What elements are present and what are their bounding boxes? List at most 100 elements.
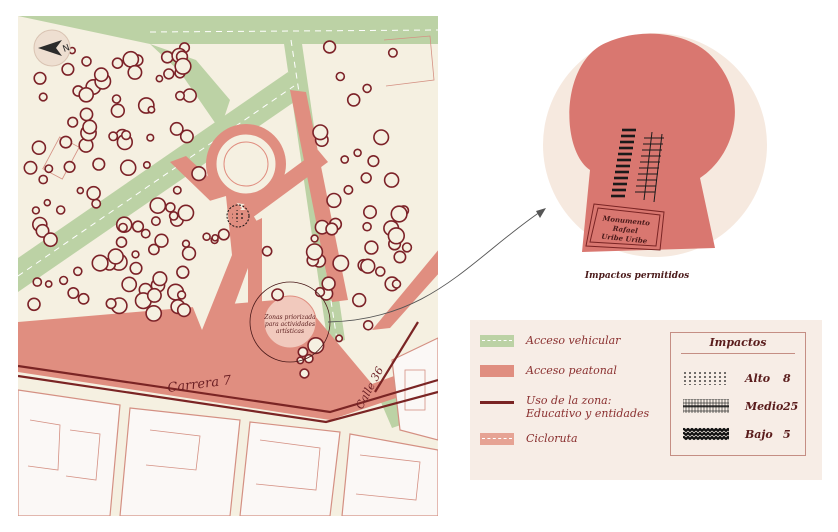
tree — [115, 236, 128, 248]
swatch-vehicular-icon — [480, 334, 514, 347]
tree — [364, 240, 379, 255]
monument-marker-icon — [226, 204, 250, 228]
tree — [312, 124, 329, 141]
map-canvas: Carrera 7 Calle 36 Zonas priorizada para… — [18, 16, 438, 516]
tree — [33, 71, 47, 85]
monument-plinth — [585, 203, 665, 251]
tree — [305, 243, 324, 261]
impact-label-bajo: Bajo — [745, 427, 773, 441]
tree — [31, 140, 47, 155]
impactos-box: Impactos Alto 8 Medio 25 Bajo 5 — [670, 332, 806, 456]
tree — [38, 92, 48, 102]
tree — [346, 93, 361, 107]
tree — [360, 172, 372, 184]
tree — [149, 197, 167, 214]
swatch-uso-icon — [480, 400, 514, 404]
tree — [169, 121, 184, 136]
legend-item-uso: Uso de la zona: Educativo y entidades — [480, 394, 666, 420]
tree — [211, 234, 219, 242]
tree — [374, 266, 386, 277]
monument-detail: Monumento Rafael Uribe Uribe — [543, 33, 767, 257]
tree — [129, 261, 143, 275]
tree — [343, 184, 354, 195]
tree — [146, 133, 155, 142]
tree — [299, 368, 310, 379]
tree — [152, 271, 168, 287]
tree — [179, 129, 194, 144]
priority-zone-label-1: Zonas priorizada — [263, 314, 316, 321]
swatch-cicloruta-icon — [480, 432, 514, 445]
tree — [172, 185, 182, 195]
tree — [202, 232, 211, 241]
tree — [92, 157, 106, 171]
tree — [150, 216, 161, 227]
impact-count-medio: 25 — [783, 399, 799, 413]
tree — [181, 246, 197, 261]
tree — [174, 57, 192, 75]
tree — [393, 250, 407, 264]
detail-caption: Impactos permitidos — [584, 271, 689, 281]
tree — [140, 228, 151, 239]
tree — [59, 135, 73, 149]
tree — [55, 205, 66, 215]
tree — [127, 64, 143, 80]
legend-label-peatonal: Acceso peatonal — [526, 364, 617, 377]
zone-boundary — [18, 321, 438, 424]
tree — [326, 192, 342, 209]
tree — [314, 286, 326, 298]
tree — [383, 172, 400, 188]
impact-label-alto: Alto — [745, 371, 771, 385]
tree-cluster — [23, 40, 413, 379]
tree — [191, 166, 207, 182]
tree — [27, 297, 41, 312]
tree — [78, 87, 94, 103]
tree — [91, 198, 102, 209]
tree — [58, 275, 69, 286]
impact-row-medio: Medio 25 — [683, 399, 798, 413]
impact-dots-icon — [683, 371, 729, 385]
tree — [307, 337, 325, 355]
tree — [77, 292, 90, 305]
callout-arrow — [327, 211, 541, 323]
tree — [38, 174, 49, 185]
tree — [176, 265, 190, 279]
tree — [362, 221, 372, 232]
tree — [86, 185, 101, 201]
tree — [79, 107, 94, 122]
tree — [61, 62, 75, 76]
tree — [44, 280, 53, 288]
tree — [176, 290, 187, 300]
tree — [131, 250, 140, 259]
tree — [182, 88, 197, 103]
tree — [391, 279, 402, 289]
tree — [107, 248, 124, 265]
city-blocks — [18, 337, 438, 516]
tree — [352, 292, 367, 308]
tree — [67, 116, 79, 128]
tree — [217, 228, 230, 241]
impact-row-bajo: Bajo 5 — [683, 427, 791, 441]
tree — [332, 254, 350, 272]
impact-grid-icon — [683, 399, 729, 413]
tree — [44, 164, 54, 174]
tree — [154, 233, 169, 248]
priority-zone-fill — [263, 295, 317, 349]
tree — [297, 346, 309, 358]
impactos-title: Impactos — [709, 336, 767, 349]
tree — [147, 105, 156, 114]
legend-panel: Acceso vehicular Acceso peatonal Uso de … — [470, 320, 822, 480]
tree — [121, 276, 138, 293]
tree — [335, 71, 346, 82]
tree — [362, 205, 377, 220]
tree — [322, 40, 337, 54]
tree — [108, 131, 119, 142]
legend-label-cicloruta: Cicloruta — [526, 432, 578, 445]
tree — [43, 198, 52, 207]
tree — [360, 258, 376, 274]
tree — [145, 304, 163, 322]
compass-north-icon: N — [33, 29, 71, 67]
legend-label-uso: Uso de la zona: Educativo y entidades — [526, 394, 650, 420]
tree — [401, 242, 413, 253]
tree — [373, 129, 390, 146]
tree — [353, 148, 362, 158]
